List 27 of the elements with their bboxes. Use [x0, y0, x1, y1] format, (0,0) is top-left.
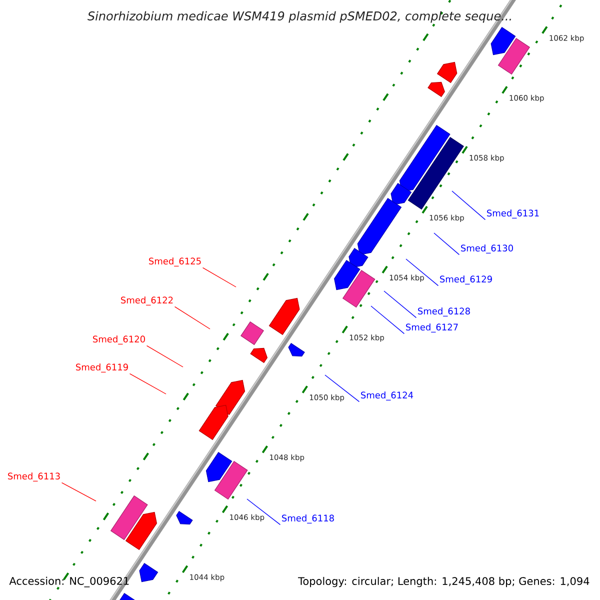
leader-line — [452, 190, 486, 220]
gene-label: Smed_6122 — [121, 296, 173, 306]
gene-label: Smed_6127 — [406, 324, 458, 332]
leader-line — [434, 232, 460, 256]
gene-label: Smed_6129 — [440, 276, 492, 284]
leader-line — [174, 306, 210, 330]
gene-label: Smed_6119 — [76, 364, 128, 372]
gene-label: Smed_6118 — [282, 514, 334, 524]
gene-label: Smed_6113 — [8, 472, 60, 482]
accession-text: Accession: NC_009621 — [9, 576, 129, 588]
topology-text: Topology: circular; Length: 1,245,408 bp; Genes: 1,094 — [298, 576, 590, 588]
title: Sinorhizobium medicae WSM419 plasmid pSMED02, complete seque... — [88, 11, 511, 23]
leader-line — [324, 374, 360, 402]
gene-label: Smed_6124 — [361, 392, 414, 400]
leader-line — [246, 498, 281, 526]
leader-line — [370, 306, 405, 334]
leader-line — [129, 373, 166, 394]
leader-line — [406, 258, 439, 286]
gene-label: Smed_6120 — [93, 336, 145, 344]
gene-label: Smed_6128 — [418, 308, 470, 316]
gene-label: Smed_6131 — [487, 210, 539, 218]
leader-line — [61, 482, 96, 502]
gene-label: Smed_6130 — [461, 244, 513, 254]
gene-label: Smed_6125 — [149, 258, 201, 266]
leader-line — [202, 267, 236, 288]
leader-line — [384, 290, 417, 318]
leader-line — [146, 345, 184, 368]
